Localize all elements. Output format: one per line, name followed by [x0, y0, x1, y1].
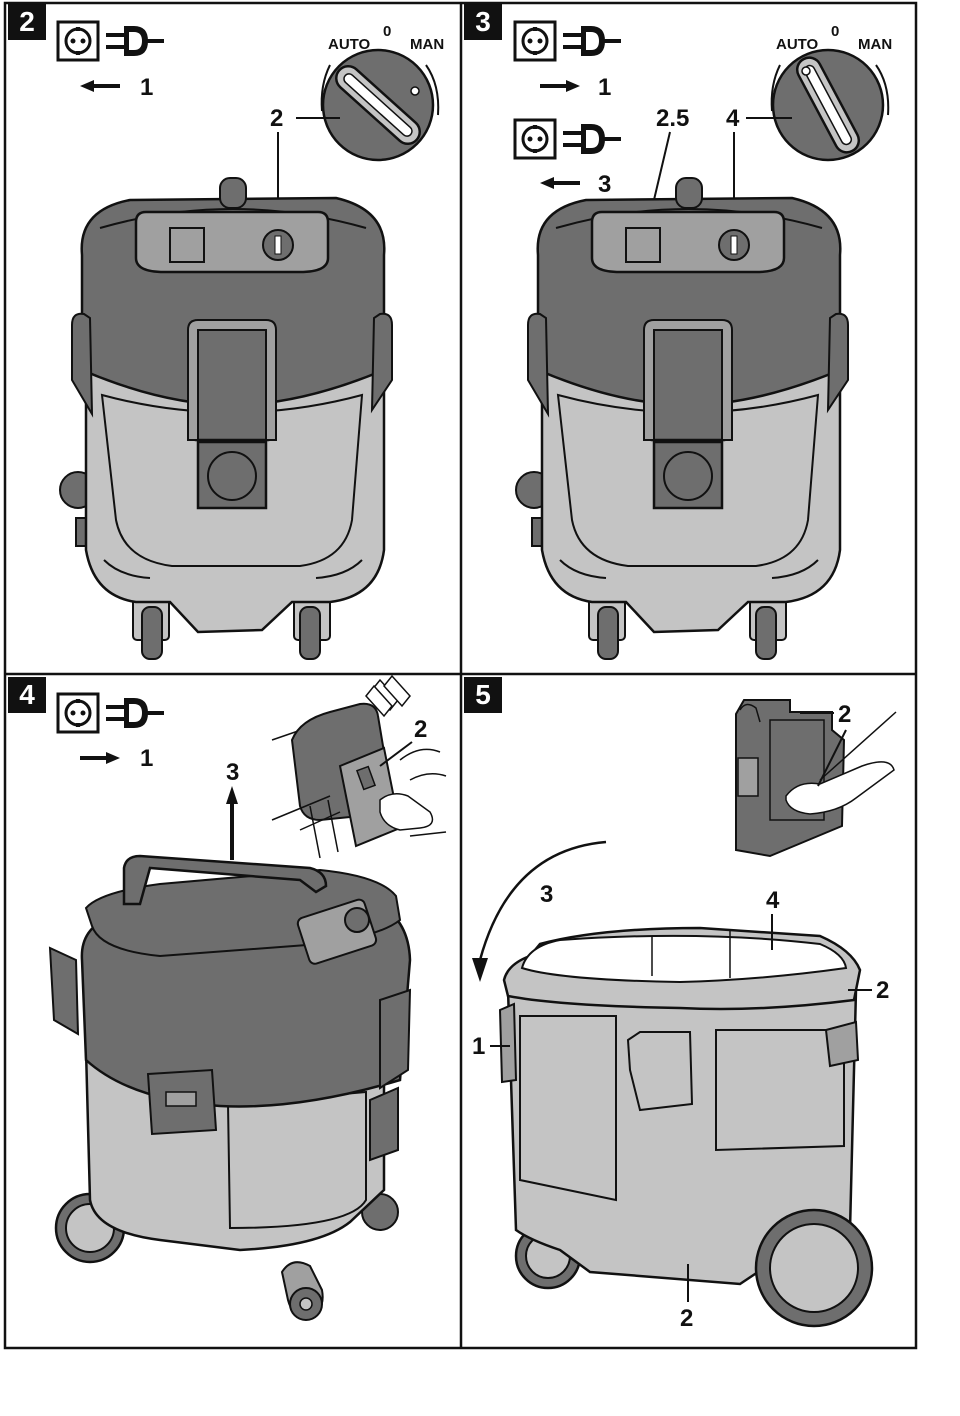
- vacuum-perspective-view: [48, 854, 412, 1321]
- callout-1: 1: [140, 74, 153, 101]
- callout-2: 2: [270, 105, 283, 132]
- panel-5: 2 3 4 2 1 2: [472, 699, 897, 1332]
- vacuum-front-view: [514, 176, 850, 661]
- callout-1: 1: [140, 745, 153, 772]
- callout-2-bottom: 2: [680, 1305, 693, 1332]
- power-plug-icon: [106, 26, 164, 56]
- filter-holder-detail: [735, 699, 897, 858]
- panel-5-number: 5: [464, 677, 502, 713]
- callout-2-top: 2: [838, 701, 851, 728]
- callout-2-right: 2: [876, 977, 889, 1004]
- switch-label-man: MAN: [858, 36, 892, 53]
- callout-1: 1: [472, 1033, 485, 1060]
- power-outlet-icon: [56, 20, 100, 62]
- switch-label-auto: AUTO: [776, 36, 819, 53]
- vacuum-front-view: [58, 176, 394, 661]
- filter-removal-detail: [271, 674, 447, 859]
- switch-label-auto: AUTO: [328, 36, 371, 53]
- callout-1: 1: [598, 74, 611, 101]
- power-outlet-icon: [513, 20, 557, 62]
- callout-3: 3: [540, 881, 553, 908]
- switch-knob-detail: [320, 48, 440, 162]
- switch-label-zero: 0: [831, 23, 839, 40]
- power-plug-icon: [563, 26, 621, 56]
- arrow-left-icon: [80, 80, 120, 92]
- callout-2-5: 2.5: [656, 105, 689, 132]
- panel-4: 1 2 3: [48, 674, 447, 1321]
- arrow-up-icon: [226, 786, 238, 860]
- callout-4: 4: [726, 105, 740, 132]
- panel-2: 1 AUTO 0 MAN 2: [56, 20, 444, 661]
- callout-3: 3: [598, 171, 611, 198]
- power-outlet-icon: [513, 118, 557, 160]
- power-outlet-icon: [56, 692, 100, 734]
- panel-3: 1 3 AUTO 0 MAN 2.5 4: [513, 20, 892, 661]
- panel-2-number: 2: [8, 4, 46, 40]
- switch-knob-detail: [770, 48, 890, 162]
- panel-4-number: 4: [8, 677, 46, 713]
- switch-label-zero: 0: [383, 23, 391, 40]
- power-plug-icon: [106, 698, 164, 728]
- curved-arrow-icon: [478, 840, 607, 961]
- panel-3-number: 3: [464, 4, 502, 40]
- arrow-left-icon: [540, 177, 580, 189]
- switch-label-man: MAN: [410, 36, 444, 53]
- callout-2: 2: [414, 716, 427, 743]
- callout-4: 4: [766, 887, 780, 914]
- callout-3: 3: [226, 759, 239, 786]
- dust-container: [498, 926, 874, 1328]
- arrow-right-icon: [540, 80, 580, 92]
- power-plug-icon: [563, 124, 621, 154]
- arrow-right-icon: [80, 752, 120, 764]
